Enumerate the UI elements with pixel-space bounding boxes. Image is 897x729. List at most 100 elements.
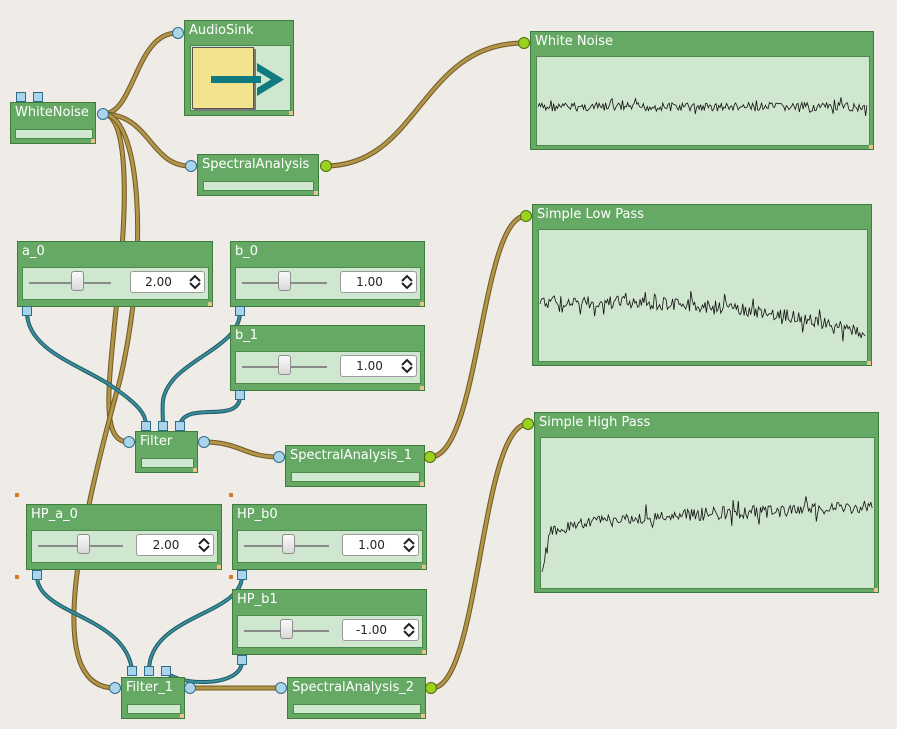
output-port[interactable] — [198, 436, 210, 448]
plot-simple-low-pass[interactable]: Simple Low Pass — [532, 204, 872, 366]
spin-up-icon[interactable] — [400, 273, 414, 282]
spin-up-icon[interactable] — [188, 273, 202, 282]
output-port[interactable] — [184, 682, 196, 694]
spin-down-icon[interactable] — [402, 545, 416, 554]
resize-handle[interactable] — [420, 302, 424, 306]
resize-handle[interactable] — [422, 650, 426, 654]
value-spinbox[interactable]: -1.00 — [342, 619, 419, 641]
resize-handle[interactable] — [869, 145, 873, 149]
slider-node-hp-b1[interactable]: HP_b1 -1.00 — [232, 589, 427, 655]
input-port[interactable] — [518, 37, 530, 49]
slider-node-hp-a0[interactable]: HP_a_0 2.00 — [26, 504, 222, 570]
node-filter-1[interactable]: Filter_1 — [121, 677, 185, 719]
spin-up-icon[interactable] — [400, 357, 414, 366]
input-port[interactable] — [273, 451, 285, 463]
resize-handle[interactable] — [91, 139, 95, 143]
resize-handle[interactable] — [421, 714, 425, 718]
output-port[interactable] — [237, 570, 247, 580]
node-spectral-analysis[interactable]: SpectralAnalysis — [197, 154, 319, 196]
spin-up-icon[interactable] — [197, 536, 211, 545]
selection-marker — [229, 493, 233, 497]
plot-title: Simple Low Pass — [537, 207, 645, 222]
value-spinbox[interactable]: 1.00 — [340, 271, 417, 293]
output-port[interactable] — [320, 160, 332, 172]
input-port[interactable] — [161, 666, 171, 676]
resize-handle[interactable] — [422, 565, 426, 569]
wire-hpb0-filter1 — [147, 574, 244, 672]
node-spectral-analysis-1[interactable]: SpectralAnalysis_1 — [285, 445, 425, 487]
value-spinbox[interactable]: 1.00 — [340, 355, 417, 377]
slider-thumb[interactable] — [71, 271, 84, 291]
plot-white-noise[interactable]: White Noise — [530, 31, 874, 150]
value-spinbox[interactable]: 2.00 — [136, 534, 214, 556]
spin-down-icon[interactable] — [400, 282, 414, 291]
slider-panel: 2.00 — [31, 530, 218, 563]
value-spinbox[interactable]: 2.00 — [130, 271, 205, 293]
slider-thumb[interactable] — [282, 534, 295, 554]
output-port[interactable] — [32, 570, 42, 580]
value-spinbox[interactable]: 1.00 — [342, 534, 419, 556]
input-port[interactable] — [127, 666, 137, 676]
slider-thumb[interactable] — [280, 619, 293, 639]
input-port[interactable] — [109, 682, 121, 694]
output-port[interactable] — [237, 655, 247, 665]
plot-area — [536, 56, 870, 146]
resize-handle[interactable] — [420, 386, 424, 390]
low-pass-waveform — [539, 291, 866, 342]
resize-handle[interactable] — [874, 588, 878, 592]
slider-node-b1[interactable]: b_1 1.00 — [230, 325, 425, 391]
node-audio-sink[interactable]: AudioSink — [184, 20, 294, 116]
spin-down-icon[interactable] — [197, 545, 211, 554]
input-port[interactable] — [275, 682, 287, 694]
spin-down-icon[interactable] — [400, 366, 414, 375]
output-port[interactable] — [235, 306, 245, 316]
node-title: a_0 — [22, 244, 45, 259]
wire-whitenoise-audiosink — [100, 30, 180, 117]
spin-up-icon[interactable] — [402, 621, 416, 630]
spin-down-icon[interactable] — [188, 282, 202, 291]
resize-handle[interactable] — [193, 468, 197, 472]
node-title: Filter_1 — [126, 680, 173, 695]
slider-thumb[interactable] — [278, 355, 291, 375]
resize-handle[interactable] — [314, 191, 318, 195]
input-port[interactable] — [33, 92, 43, 102]
spinbox-value: 2.00 — [152, 538, 180, 552]
input-port[interactable] — [520, 210, 532, 222]
input-port[interactable] — [16, 92, 26, 102]
output-port[interactable] — [424, 451, 436, 463]
input-port[interactable] — [175, 421, 185, 431]
resize-handle[interactable] — [867, 361, 871, 365]
input-port[interactable] — [172, 27, 184, 39]
node-white-noise[interactable]: WhiteNoise — [10, 102, 96, 144]
output-port[interactable] — [22, 306, 32, 316]
plot-simple-high-pass[interactable]: Simple High Pass — [534, 412, 879, 593]
input-port[interactable] — [123, 436, 135, 448]
input-port[interactable] — [522, 418, 534, 430]
slider-thumb[interactable] — [77, 534, 90, 554]
input-port[interactable] — [185, 160, 197, 172]
resize-handle[interactable] — [420, 482, 424, 486]
output-port[interactable] — [97, 108, 109, 120]
node-filter[interactable]: Filter — [135, 431, 198, 473]
selection-marker — [15, 493, 19, 497]
spin-up-icon[interactable] — [402, 536, 416, 545]
resize-handle[interactable] — [217, 565, 221, 569]
resize-handle[interactable] — [289, 111, 293, 115]
node-status-bar — [15, 129, 93, 139]
output-port[interactable] — [235, 390, 245, 400]
resize-handle[interactable] — [180, 714, 184, 718]
wire-b1-filter — [178, 394, 242, 427]
output-port[interactable] — [425, 682, 437, 694]
slider-thumb[interactable] — [278, 271, 291, 291]
input-port[interactable] — [141, 421, 151, 431]
node-spectral-analysis-2[interactable]: SpectralAnalysis_2 — [287, 677, 426, 719]
input-port[interactable] — [144, 666, 154, 676]
node-title: SpectralAnalysis — [202, 157, 310, 172]
input-port[interactable] — [158, 421, 168, 431]
resize-handle[interactable] — [208, 302, 212, 306]
spin-down-icon[interactable] — [402, 630, 416, 639]
slider-node-a0[interactable]: a_0 2.00 — [17, 241, 213, 307]
slider-node-hp-b0[interactable]: HP_b0 1.00 — [232, 504, 427, 570]
slider-node-b0[interactable]: b_0 1.00 — [230, 241, 425, 307]
